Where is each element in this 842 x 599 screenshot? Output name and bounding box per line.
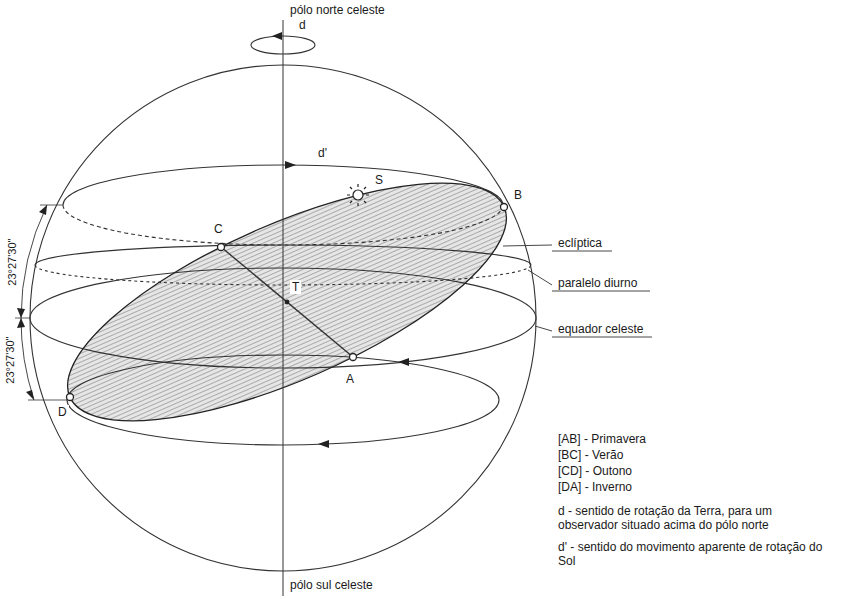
extension-line: [15, 318, 30, 319]
leader-line: [503, 245, 552, 246]
ecliptic: [39, 136, 536, 469]
sun-rays: [347, 184, 369, 206]
arrowhead: [26, 390, 34, 400]
point-marker: [350, 354, 357, 361]
celestial-axis: [283, 20, 284, 596]
rotation-label: d': [316, 146, 329, 160]
leader-line: [535, 326, 552, 331]
arrowhead: [398, 358, 409, 366]
ecliptic-plane: [39, 136, 536, 469]
point-label: A: [344, 372, 356, 386]
point-label: T: [290, 280, 301, 294]
sun-label: S: [373, 173, 385, 187]
legend-note: d - sentido de rotação da Terra, para um…: [558, 504, 830, 532]
point-marker: [218, 244, 225, 251]
underline: [552, 251, 612, 252]
underline: [552, 337, 652, 338]
season-note: [CD] - Outono: [558, 464, 632, 478]
arrowhead: [39, 205, 47, 215]
sphere-drawing: [15, 20, 652, 596]
pole-label: pólo sul celeste: [290, 578, 373, 592]
underline: [552, 291, 650, 292]
plane-label: paralelo diurno: [558, 276, 637, 290]
arrowhead: [318, 440, 329, 448]
pole-label: pólo norte celeste: [290, 3, 385, 17]
center-point: [285, 300, 289, 304]
plane-label: equador celeste: [558, 322, 643, 336]
equinox-line: [221, 247, 353, 357]
season-note: [AB] - Primavera: [558, 432, 646, 446]
rotation-arrow-d: [251, 36, 315, 54]
points: [67, 204, 508, 401]
plane-label: eclíptica: [558, 236, 602, 250]
angle-dimension: 23°27'30'': [5, 238, 19, 285]
angle-dimension-arc: [21, 205, 47, 400]
arrowhead: [285, 161, 296, 169]
sun-symbol: [347, 184, 369, 206]
point-label: D: [56, 405, 69, 419]
arrowhead: [17, 318, 25, 328]
season-note: [BC] - Verão: [558, 448, 623, 462]
point-label: C: [212, 222, 225, 236]
rotation-label: d: [297, 18, 308, 32]
point-label: B: [512, 188, 524, 202]
arrowhead: [17, 308, 25, 318]
legend-note: d' - sentido do movimento aparente de ro…: [558, 540, 830, 568]
leader-line: [528, 270, 552, 285]
arrowheads: [17, 32, 409, 448]
point-marker: [67, 394, 74, 401]
extension-line: [40, 205, 63, 206]
sun-disc: [353, 190, 363, 200]
arrowhead: [272, 32, 282, 40]
point-marker: [501, 204, 508, 211]
season-note: [DA] - Inverno: [558, 480, 632, 494]
angle-dimension: 23°27'30'': [3, 336, 17, 383]
